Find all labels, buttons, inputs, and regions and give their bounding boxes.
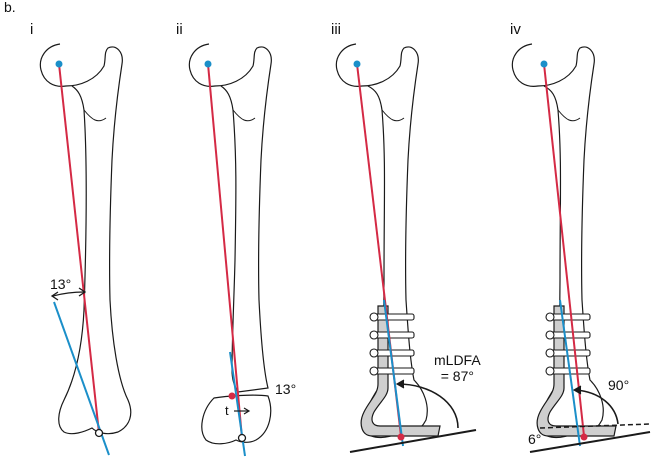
translation-arrowhead-ii <box>243 407 251 415</box>
panel-ii <box>188 43 272 457</box>
panel-label-ii: ii <box>176 21 183 38</box>
lesser-trochanter-iii <box>381 109 405 122</box>
angle-arc-iv <box>575 389 619 425</box>
panel-iv <box>511 43 651 453</box>
panel-label-iv: iv <box>510 21 521 38</box>
tilt-label-iv: 6° <box>528 431 542 447</box>
figure-label: b. <box>4 0 16 15</box>
mechanical-axis-iv <box>543 63 585 437</box>
distal-fragment-ii <box>201 394 272 445</box>
anatomical-axis-iv <box>559 299 581 447</box>
perpendicular-reference-iv <box>539 423 651 429</box>
knee-center-ii <box>237 433 247 443</box>
panel-i <box>39 43 132 456</box>
translation-label-ii: t <box>225 403 229 418</box>
angle-label-ii: 13° <box>275 381 297 397</box>
mldfa-title: mLDFA <box>434 352 481 368</box>
angle-arrow-right-i <box>78 287 87 297</box>
joint-line-iv <box>529 431 651 453</box>
angle-arrowhead-iii <box>395 379 405 389</box>
panel-label-i: i <box>30 21 34 38</box>
angle-arrowhead-iv <box>572 385 582 395</box>
mechanical-axis-ii <box>207 63 243 439</box>
angle-arrow-left-i <box>50 291 59 301</box>
knee-center-iii <box>397 433 405 441</box>
lesser-trochanter-iv <box>557 109 581 122</box>
angle-arc-i <box>52 291 85 297</box>
screws-iv <box>545 312 591 376</box>
hip-center-iv <box>540 60 548 68</box>
hip-center-i <box>55 60 63 68</box>
anatomical-axis-iii <box>383 299 404 447</box>
panel-label-iii: iii <box>331 21 341 38</box>
femur-outline-i <box>39 43 132 435</box>
hip-center-ii <box>204 60 212 68</box>
knee-center-iv <box>580 433 588 441</box>
hip-center-iii <box>353 60 361 68</box>
angle-arc-iii <box>397 383 459 429</box>
panel-iii <box>335 43 477 453</box>
knee-center-i <box>94 428 104 438</box>
mldfa-value: = 87° <box>440 368 474 385</box>
mldfa-label-iii: mLDFA = 87° <box>434 352 481 384</box>
lesser-trochanter-ii <box>232 109 256 122</box>
joint-line-iii <box>349 429 477 453</box>
angle-label-iv: 90° <box>608 377 630 393</box>
femur-outline-ii <box>188 43 272 393</box>
lesser-trochanter-i <box>83 109 107 122</box>
mechanical-axis-i <box>58 63 100 434</box>
femur-outline-iv <box>511 43 604 439</box>
angle-label-i: 13° <box>50 276 72 292</box>
osteotomy-hinge-ii <box>228 392 236 400</box>
